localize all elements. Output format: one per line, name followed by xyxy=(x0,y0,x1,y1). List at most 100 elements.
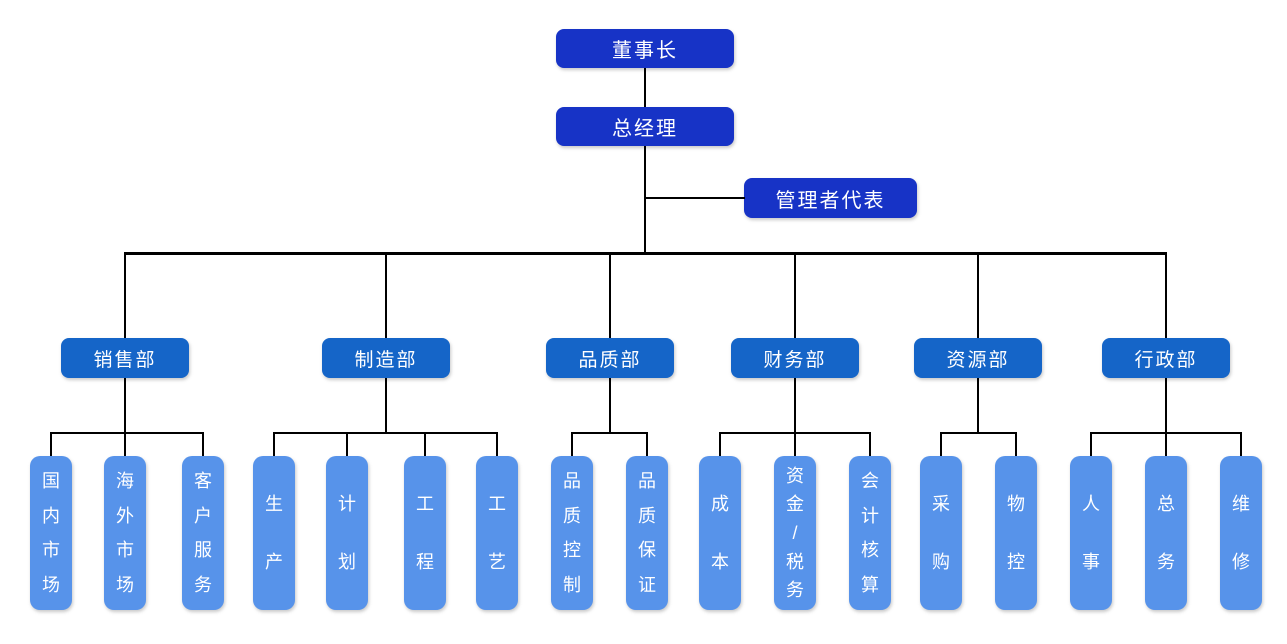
sub-node-char: 艺 xyxy=(488,551,506,572)
sub-node-char: 购 xyxy=(932,551,950,572)
connector-line xyxy=(1165,378,1167,434)
sub-node-quality-2: 品质保证 xyxy=(626,456,668,610)
connector-line xyxy=(1015,433,1017,456)
sub-node-resources-1: 采购 xyxy=(920,456,962,610)
sub-node-char: 产 xyxy=(265,551,283,572)
connector-line xyxy=(202,433,204,456)
connector-line xyxy=(124,251,1167,255)
sub-node-char: 工 xyxy=(416,494,434,515)
connector-line xyxy=(646,433,648,456)
dept-node-sales: 销售部 xyxy=(61,338,189,378)
connector-line xyxy=(424,433,426,456)
sub-node-administration-3: 维修 xyxy=(1220,456,1262,610)
sub-node-sales-2: 海外市场 xyxy=(104,456,146,610)
sub-node-finance-2: 资金/税务 xyxy=(774,456,816,610)
sub-node-char: 物 xyxy=(1007,494,1025,515)
connector-line xyxy=(50,432,204,434)
sub-node-char: 海 xyxy=(116,471,134,492)
sub-node-char: 务 xyxy=(1157,551,1175,572)
connector-line xyxy=(719,433,721,456)
sub-node-char: 会 xyxy=(861,471,879,492)
sub-node-char: 质 xyxy=(638,505,656,526)
connector-line xyxy=(124,433,126,456)
sub-node-quality-1: 品质控制 xyxy=(551,456,593,610)
connector-line xyxy=(273,432,498,434)
sub-node-char: 务 xyxy=(194,574,212,595)
sub-node-sales-1: 国内市场 xyxy=(30,456,72,610)
sub-node-char: 场 xyxy=(116,574,134,595)
connector-line xyxy=(940,432,1017,434)
connector-line xyxy=(385,253,387,338)
connector-line xyxy=(869,433,871,456)
connector-line xyxy=(794,433,796,456)
sub-node-char: 外 xyxy=(116,505,134,526)
sub-node-char: 场 xyxy=(42,574,60,595)
sub-node-char: 市 xyxy=(116,540,134,561)
connector-line xyxy=(977,253,979,338)
dept-node-manufacturing: 制造部 xyxy=(322,338,450,378)
sub-node-char: 成 xyxy=(711,494,729,515)
sub-node-administration-2: 总务 xyxy=(1145,456,1187,610)
sub-node-char: 务 xyxy=(786,580,804,601)
dept-node-finance: 财务部 xyxy=(731,338,859,378)
connector-line xyxy=(571,432,648,434)
connector-line xyxy=(50,433,52,456)
sub-node-char: 算 xyxy=(861,574,879,595)
connector-line xyxy=(1240,433,1242,456)
sub-node-char: 程 xyxy=(416,551,434,572)
sub-node-char: 服 xyxy=(194,540,212,561)
connector-line xyxy=(385,378,387,434)
sub-node-char: / xyxy=(792,522,798,543)
sub-node-char: 保 xyxy=(638,540,656,561)
sub-node-char: 人 xyxy=(1082,494,1100,515)
sub-node-manufacturing-3: 工程 xyxy=(404,456,446,610)
sub-node-administration-1: 人事 xyxy=(1070,456,1112,610)
connector-line xyxy=(644,197,745,199)
connector-line xyxy=(346,433,348,456)
connector-line xyxy=(977,378,979,434)
sub-node-sales-3: 客户服务 xyxy=(182,456,224,610)
node-general-manager: 总经理 xyxy=(556,107,734,146)
sub-node-manufacturing-1: 生产 xyxy=(253,456,295,610)
dept-node-administration: 行政部 xyxy=(1102,338,1230,378)
sub-node-char: 控 xyxy=(563,540,581,561)
sub-node-char: 总 xyxy=(1157,494,1175,515)
sub-node-char: 本 xyxy=(711,551,729,572)
sub-node-char: 资 xyxy=(786,465,804,486)
sub-node-char: 品 xyxy=(563,471,581,492)
connector-line xyxy=(794,253,796,338)
sub-node-char: 控 xyxy=(1007,551,1025,572)
sub-node-finance-1: 成本 xyxy=(699,456,741,610)
connector-line xyxy=(644,146,646,254)
sub-node-finance-3: 会计核算 xyxy=(849,456,891,610)
sub-node-char: 工 xyxy=(488,494,506,515)
connector-line xyxy=(609,253,611,338)
sub-node-char: 划 xyxy=(338,551,356,572)
sub-node-char: 维 xyxy=(1232,494,1250,515)
connector-line xyxy=(124,378,126,434)
sub-node-char: 事 xyxy=(1082,551,1100,572)
sub-node-char: 证 xyxy=(638,574,656,595)
connector-line xyxy=(273,433,275,456)
sub-node-char: 户 xyxy=(194,505,212,526)
connector-line xyxy=(496,433,498,456)
connector-line xyxy=(644,68,646,107)
connector-line xyxy=(794,378,796,434)
sub-node-resources-2: 物控 xyxy=(995,456,1037,610)
sub-node-char: 生 xyxy=(265,494,283,515)
sub-node-char: 客 xyxy=(194,471,212,492)
connector-line xyxy=(1165,253,1167,338)
sub-node-char: 采 xyxy=(932,494,950,515)
connector-line xyxy=(940,433,942,456)
dept-node-resources: 资源部 xyxy=(914,338,1042,378)
node-management-representative: 管理者代表 xyxy=(744,178,917,218)
sub-node-char: 制 xyxy=(563,574,581,595)
sub-node-char: 核 xyxy=(861,540,879,561)
connector-line xyxy=(1165,433,1167,456)
sub-node-char: 计 xyxy=(861,505,879,526)
connector-line xyxy=(609,378,611,434)
sub-node-manufacturing-4: 工艺 xyxy=(476,456,518,610)
connector-line xyxy=(1090,433,1092,456)
sub-node-char: 市 xyxy=(42,540,60,561)
